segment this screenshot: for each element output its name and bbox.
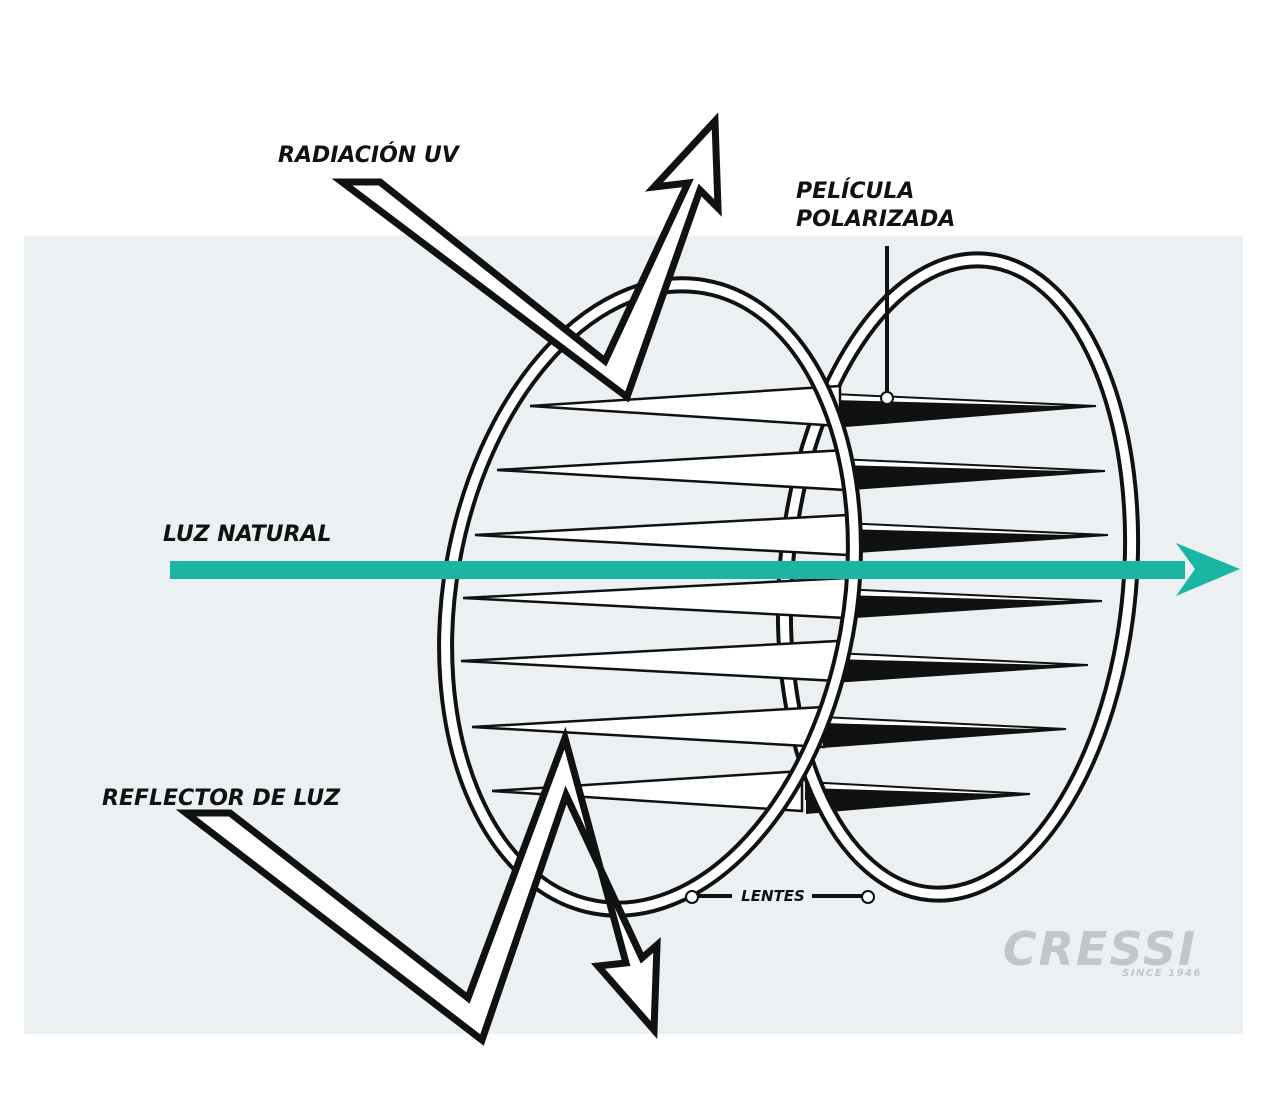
zigzag-arrow-icon bbox=[331, 112, 722, 403]
film-slat bbox=[833, 400, 1096, 428]
lens-slat bbox=[491, 769, 804, 813]
film-slat bbox=[822, 723, 1066, 748]
lenses-bracket: LENTES bbox=[685, 887, 875, 905]
polarized-film-pointer bbox=[880, 246, 894, 405]
lenses-label: LENTES bbox=[741, 887, 805, 905]
lens-slat bbox=[529, 384, 842, 428]
film-slat bbox=[833, 659, 1088, 683]
natural-light-arrow bbox=[170, 543, 1240, 596]
light-beam bbox=[170, 561, 1185, 579]
zigzag-arrow-icon bbox=[175, 726, 661, 1046]
natural-light-label: LUZ NATURAL bbox=[163, 522, 331, 547]
light-reflector-arrow bbox=[175, 726, 661, 1046]
film-slat bbox=[806, 788, 1030, 814]
film-slat bbox=[838, 465, 1105, 491]
arrow-right-icon bbox=[1176, 543, 1240, 596]
cressi-logo: CRESSI SINCE 1946 bbox=[1003, 922, 1202, 979]
film-slat bbox=[840, 595, 1102, 619]
uv-radiation-arrow bbox=[331, 112, 722, 403]
film-slat bbox=[842, 529, 1108, 554]
light-reflector-label: REFLECTOR DE LUZ bbox=[102, 786, 341, 811]
polarized-film-label-line1: PELÍCULA bbox=[796, 178, 914, 204]
logo-since: SINCE 1946 bbox=[1122, 968, 1202, 979]
uv-radiation-label: RADIACIÓN UV bbox=[278, 142, 461, 168]
logo-brand: CRESSI bbox=[1003, 922, 1197, 976]
polarized-film-label-line2: POLARIZADA bbox=[796, 207, 955, 232]
